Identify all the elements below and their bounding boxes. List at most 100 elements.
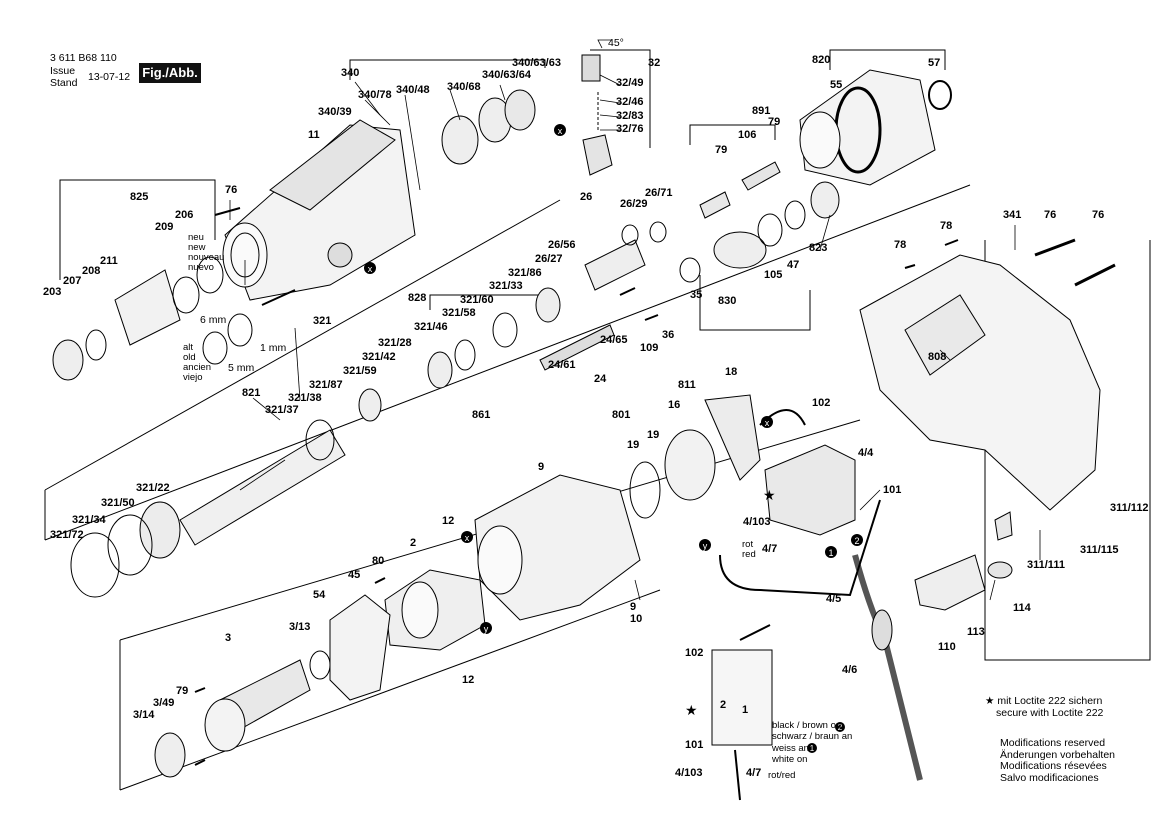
size-note-line: nouveau <box>188 252 225 263</box>
part-label: 4/103 <box>743 516 771 528</box>
part-label: 78 <box>940 220 953 232</box>
screw-76b <box>1074 263 1116 287</box>
part-32-49 <box>581 54 601 82</box>
callout-y-2-text: y <box>484 624 489 634</box>
part-label: 114 <box>1013 602 1031 614</box>
part-label: 12 <box>462 674 475 686</box>
part-label: 80 <box>372 555 385 567</box>
part-label: 12 <box>442 515 455 527</box>
callout-2 <box>851 534 863 546</box>
part-32-76 <box>582 134 613 176</box>
part-label: 102 <box>812 397 831 409</box>
issue-date: 13-07-12 <box>88 71 131 83</box>
part-label: 24/65 <box>600 334 628 346</box>
nut-47 <box>784 200 806 230</box>
part-label: 4/103 <box>675 767 703 779</box>
part-label: 321/28 <box>378 337 412 349</box>
part-label: 820 <box>812 54 831 66</box>
part-label: 36 <box>662 329 675 341</box>
part-label: 18 <box>725 366 738 378</box>
ring-321-60 <box>492 312 518 348</box>
part-label: 823 <box>809 242 828 254</box>
part-label: 35 <box>690 289 703 301</box>
part-label: 2 <box>720 699 727 711</box>
bracket-106 <box>741 161 781 191</box>
cable-4-6 <box>852 554 923 781</box>
callout-x-4 <box>461 531 473 543</box>
part-label: 321/60 <box>460 294 494 306</box>
part-label: 4/7 <box>762 543 778 555</box>
bearing-35 <box>679 257 701 283</box>
bracket-820 <box>829 49 946 70</box>
callout-2-text: 2 <box>854 536 859 546</box>
part-label: 340/39 <box>318 106 352 118</box>
part-label: 2 <box>410 537 417 549</box>
spring-105 <box>757 213 783 247</box>
star-mark-detail: ★ <box>685 702 698 718</box>
part-label: 4/4 <box>858 447 874 459</box>
chuck-body <box>114 269 181 346</box>
part-label: 32/83 <box>616 110 644 122</box>
bracket-830 <box>699 275 811 331</box>
switch-4-4 <box>764 444 856 536</box>
bearing-340-63 <box>441 115 479 165</box>
part-label: 32 <box>648 57 661 69</box>
issue-label: Issue <box>50 65 76 77</box>
gear-823 <box>810 181 840 219</box>
part-label: 801 <box>612 409 631 421</box>
callout-2-legend <box>835 722 845 732</box>
size-5mm: 5 mm <box>228 362 255 374</box>
part-label: 3 <box>225 632 232 644</box>
divider-line-right <box>44 184 971 541</box>
part-18 <box>704 394 761 481</box>
callout-y-1-text: y <box>703 541 708 551</box>
part-label: 340/48 <box>396 84 430 96</box>
part-label: 45 <box>348 569 361 581</box>
bracket-340 <box>349 59 546 80</box>
white-label: white on <box>772 754 808 765</box>
part-label: 19 <box>647 429 660 441</box>
ring-321-72 <box>70 532 120 598</box>
wiring-lead <box>739 624 771 641</box>
spindle-321 <box>179 429 346 546</box>
callout-2-legend-text: 2 <box>838 723 843 732</box>
callout-x-3 <box>761 416 773 428</box>
screws <box>194 207 959 766</box>
loctite-legend: ★ mit Loctite 222 sichern secure with Lo… <box>985 695 1103 719</box>
bearing-340-68 <box>504 89 536 131</box>
callout-1-text: 1 <box>828 548 833 558</box>
part-label: 3/49 <box>153 697 175 709</box>
part-label: 311/111 <box>1027 559 1065 571</box>
part-label: 79 <box>715 144 728 156</box>
callout-x-4-text: x <box>465 533 470 543</box>
part-label: 340/63/63 <box>512 57 561 69</box>
shaft-24 <box>539 324 615 371</box>
part-label: 55 <box>830 79 843 91</box>
star-icon: ★ <box>985 695 998 707</box>
part-label: 321/46 <box>414 321 448 333</box>
size-note-old: alt old ancien viejo <box>183 343 211 383</box>
part-label: 203 <box>43 286 62 298</box>
part-label: 32/76 <box>616 123 644 135</box>
wiring-lead-down <box>734 749 741 801</box>
part-321-46 <box>427 351 453 389</box>
stand-label: Stand <box>50 77 78 89</box>
part-label: 340 <box>341 67 360 79</box>
part-label: 4/7 <box>746 767 762 779</box>
part-label: 891 <box>752 105 771 117</box>
callout-x-2 <box>364 262 376 274</box>
part-label: 32/49 <box>616 77 644 89</box>
part-label: 9 <box>630 601 637 613</box>
part-321-42 <box>358 388 382 422</box>
callout-x-3-text: x <box>765 418 770 428</box>
aux-handle-110 <box>914 554 986 611</box>
size-1mm: 1 mm <box>260 342 287 354</box>
part-label: 321/22 <box>136 482 170 494</box>
wire-loop <box>719 499 881 597</box>
part-label: 341 <box>1003 209 1022 221</box>
part-label: 78 <box>894 239 907 251</box>
part-label: 101 <box>685 739 704 751</box>
figure-label: Fig./Abb. 1 <box>139 63 201 100</box>
part-label: 11 <box>308 129 320 141</box>
part-label: 26/29 <box>620 198 648 210</box>
